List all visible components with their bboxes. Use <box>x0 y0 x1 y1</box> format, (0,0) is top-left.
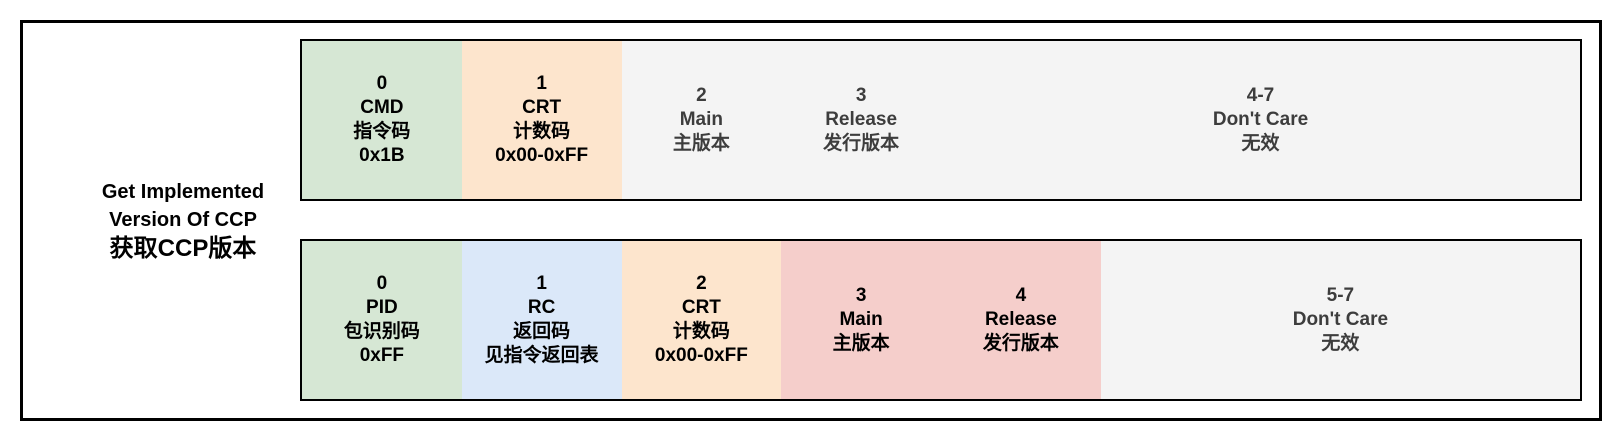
cell-line: PID <box>366 297 398 318</box>
figure-border-box: Get Implemented Version Of CCP 获取CCP版本 0… <box>20 20 1602 421</box>
cell-line: 0x00-0xFF <box>654 345 748 366</box>
cell-line: 4-7 <box>1246 85 1275 106</box>
cell-line: CMD <box>360 97 404 118</box>
cell-line: 3 <box>855 85 867 106</box>
command-title-zh: 获取CCP版本 <box>109 234 257 262</box>
cell-line: 0 <box>376 273 388 294</box>
command-title-en-line2: Version Of CCP <box>109 208 257 231</box>
cell-line: Release <box>984 309 1057 330</box>
cell-line: 0x1B <box>359 145 405 166</box>
cell-line: Don't Care <box>1212 109 1309 130</box>
cell-line: 发行版本 <box>982 333 1059 354</box>
cell-line: 5-7 <box>1326 285 1355 306</box>
cell-line: 发行版本 <box>823 133 900 154</box>
cell-line: 1 <box>536 273 547 294</box>
cell-line: CRT <box>681 297 721 318</box>
cell-line: 0xFF <box>359 345 405 366</box>
cell-line: Main <box>839 309 883 330</box>
cell-line: RC <box>527 297 556 318</box>
cell-line: 计数码 <box>513 121 571 142</box>
cell-line: 1 <box>536 73 547 94</box>
command-title-en-line1: Get Implemented <box>101 180 265 203</box>
cell-line: 2 <box>696 85 707 106</box>
cell-line: Release <box>825 109 898 130</box>
cell-line: 4 <box>1015 285 1027 306</box>
cell-line: 无效 <box>1321 333 1360 354</box>
cell-line: 无效 <box>1241 133 1280 154</box>
cell-line: 见指令返回表 <box>484 345 599 366</box>
cell-line: 2 <box>696 273 707 294</box>
cell-line: 返回码 <box>513 321 571 342</box>
cell-line: 0x00-0xFF <box>495 145 589 166</box>
cell-line: 主版本 <box>672 133 730 154</box>
cell-line: CRT <box>522 97 562 118</box>
cell-line: Don't Care <box>1292 309 1389 330</box>
cell-line: 包识别码 <box>343 321 420 342</box>
cell-line: 0 <box>376 73 388 94</box>
cell-line: 3 <box>855 285 867 306</box>
cell-line: Main <box>679 109 724 130</box>
cell-line: 主版本 <box>832 333 890 354</box>
cell-line: 计数码 <box>672 321 730 342</box>
command-title-label: Get Implemented Version Of CCP 获取CCP版本 <box>33 23 333 418</box>
cell-line: 指令码 <box>353 121 411 142</box>
